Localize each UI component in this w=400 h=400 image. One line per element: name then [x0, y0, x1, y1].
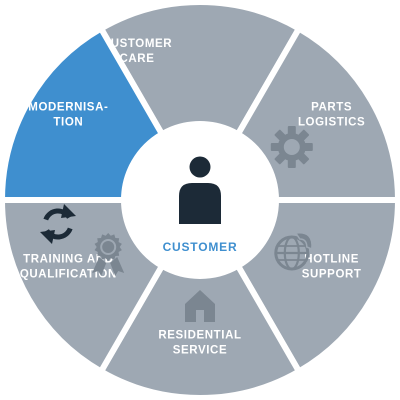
award-icon — [92, 233, 125, 276]
segment-training-qualification-label: QUALIFICATION — [20, 269, 117, 281]
segment-parts-logistics-label: LOGISTICS — [298, 117, 365, 129]
person-icon — [179, 156, 221, 224]
segment-residential-service-label: RESIDENTIAL — [158, 330, 241, 342]
segment-parts-logistics-label: PARTS — [311, 102, 352, 114]
segment-customer-care-label: CARE — [120, 53, 155, 65]
center-label: CUSTOMER — [163, 240, 238, 254]
segment-training-qualification-label: TRAINING AND — [23, 254, 113, 266]
segment-residential-service[interactable]: RESIDENTIAL SERVICE — [96, 261, 304, 400]
segment-customer-care-label: CUSTOMER — [102, 38, 172, 50]
segment-training-qualification[interactable]: TRAINING AND QUALIFICATION — [0, 197, 167, 376]
segment-modernisation-label: TION — [53, 117, 83, 129]
house-icon — [185, 290, 215, 322]
segment-residential-service-label: SERVICE — [173, 345, 227, 357]
gear-icon — [270, 126, 313, 168]
refresh-icon — [40, 204, 76, 244]
segment-modernisation-label: MODERNISA- — [28, 102, 108, 114]
segment-hotline-support-label: SUPPORT — [302, 269, 362, 281]
globe-phone-icon — [274, 232, 313, 271]
segment-hotline-support-label: HOTLINE — [304, 254, 359, 266]
